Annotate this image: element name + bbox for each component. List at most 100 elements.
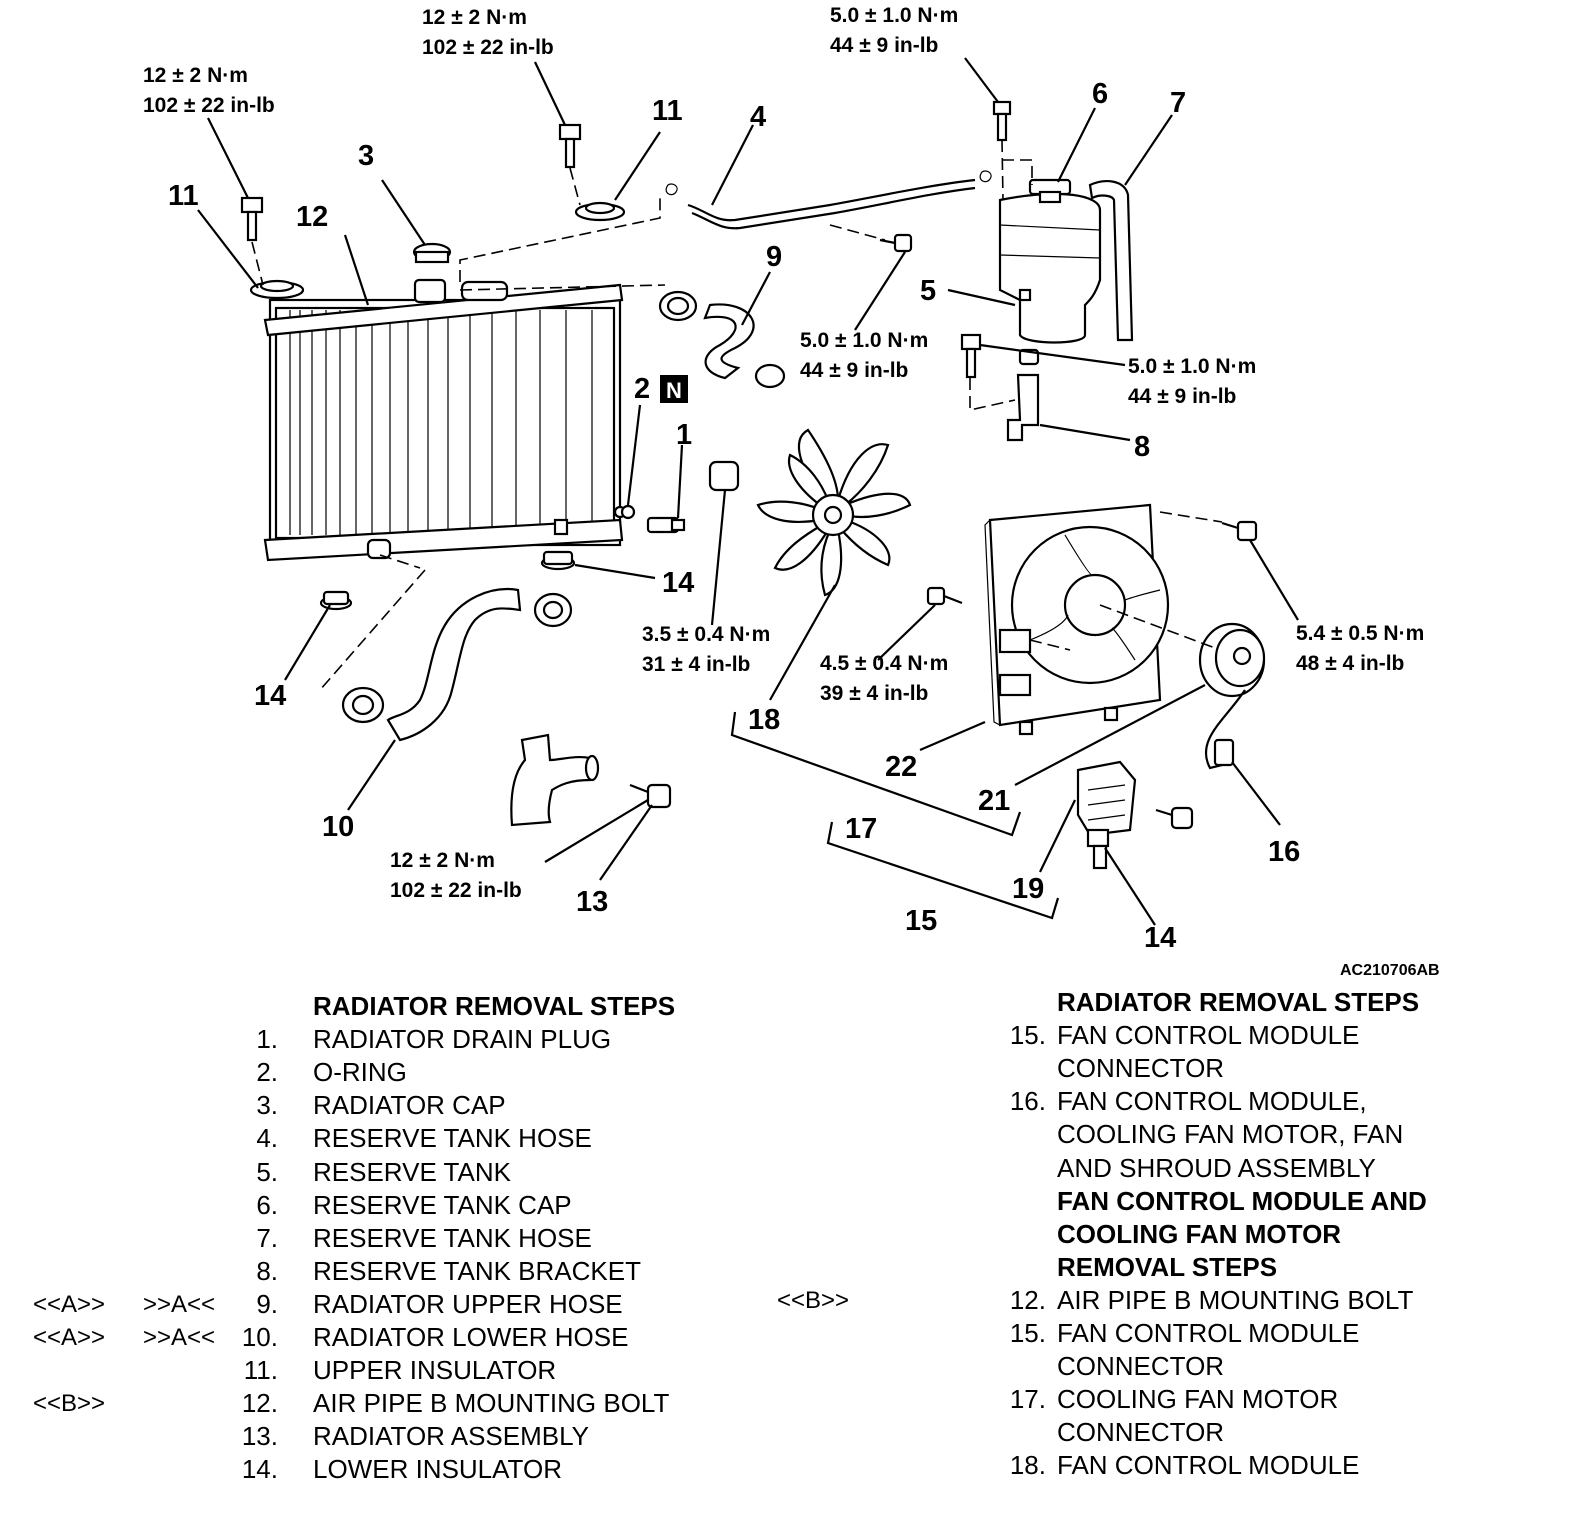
step-number: 8. <box>256 1255 278 1286</box>
step-number: 13. <box>241 1421 278 1452</box>
callout-17: 16 <box>1268 836 1300 868</box>
step-number: 11. <box>243 1355 278 1386</box>
step-text: RADIATOR LOWER HOSE <box>313 1322 629 1352</box>
section-heading: REMOVAL STEPS <box>1057 1251 1278 1282</box>
callout-13: 12 <box>296 201 328 233</box>
callout-11: 11 <box>652 95 683 127</box>
step-number: 6. <box>256 1189 278 1220</box>
step-number: 12. <box>241 1388 278 1419</box>
hose-clip-symbols <box>665 170 992 196</box>
leader-lines <box>197 57 1299 926</box>
radiator-cap <box>412 242 452 264</box>
callout-numbers: 11 12 3 11 4 6 7 5 9 8 2 1 14 14 18 22 2… <box>168 78 1300 954</box>
step-number: 5. <box>256 1156 278 1187</box>
callout-8: 8 <box>1134 431 1150 463</box>
step-text: RESERVE TANK CAP <box>313 1189 572 1220</box>
step-text: AIR PIPE B MOUNTING BOLT <box>1057 1284 1414 1315</box>
callout-4: 4 <box>750 101 766 133</box>
step-text: CONNECTOR <box>1057 1417 1225 1448</box>
cooling-fan <box>756 428 912 597</box>
section-heading: COOLING FAN MOTOR <box>1057 1218 1342 1249</box>
step-number: 7. <box>256 1222 278 1253</box>
reserve-tank-hose-4 <box>687 178 976 222</box>
torque-inlb: 102 ± 22 in-lb <box>143 94 275 117</box>
radiator-assembly <box>263 278 627 562</box>
step-number: 17. <box>1009 1384 1046 1415</box>
callout-20: 18 <box>748 704 780 736</box>
figure-id: AC210706AB <box>1340 962 1440 979</box>
bolt-reserve-tank-top <box>992 100 1012 142</box>
callout-1: 1 <box>676 419 692 451</box>
reserve-tank <box>998 192 1102 344</box>
cooling-fan-motor <box>1198 622 1266 770</box>
callout-10: 10 <box>322 811 354 843</box>
torque-inlb: 44 ± 9 in-lb <box>830 34 938 57</box>
step-number: 10. <box>241 1322 278 1352</box>
hose-clamp-lower-2 <box>341 686 385 724</box>
removal-service-mark: <<B>> <box>777 1286 850 1314</box>
step-text: CONNECTOR <box>1057 1053 1225 1084</box>
step-text: UPPER INSULATOR <box>313 1355 557 1386</box>
bolt-reserve-tank-bracket <box>960 333 982 379</box>
fan-rubber-mount <box>708 460 740 492</box>
lower-insulator-left <box>319 590 353 611</box>
torque-inlb: 102 ± 22 in-lb <box>390 879 522 902</box>
removal-service-mark: <<A>> <box>33 1290 106 1318</box>
bolt-upper-center <box>558 123 582 169</box>
torque-labels: 12 ± 2 N·m 102 ± 22 in-lb 12 ± 2 N·m 102… <box>143 4 1424 902</box>
step-text: RESERVE TANK HOSE <box>313 1222 592 1253</box>
radiator-upper-hose <box>703 303 755 380</box>
step-text: CONNECTOR <box>1057 1351 1225 1382</box>
step-text: FAN CONTROL MODULE, <box>1057 1086 1367 1117</box>
o-ring <box>620 504 636 520</box>
callout-11: 11 <box>168 180 199 212</box>
step-text: RESERVE TANK BRACKET <box>313 1255 641 1286</box>
step-text: O-RING <box>313 1057 407 1088</box>
right-removal-steps: RADIATOR REMOVAL STEPS 15.FAN CONTROL MO… <box>760 986 1560 1506</box>
reserve-tank-hose-7 <box>1088 180 1134 342</box>
torque-nm: 5.0 ± 1.0 N·m <box>830 4 958 27</box>
hose-clamp-upper-1 <box>658 290 698 322</box>
torque-inlb: 44 ± 9 in-lb <box>1128 385 1236 408</box>
callout-7: 7 <box>1170 87 1186 119</box>
n-badge: N <box>660 375 688 403</box>
callout-15: 14 <box>1144 922 1176 954</box>
n-badge-label: N <box>666 378 682 403</box>
step-number: 1. <box>256 1024 278 1055</box>
torque-nm: 12 ± 2 N·m <box>422 6 527 29</box>
dashed-assembly-lines <box>251 139 1223 691</box>
torque-nm: 3.5 ± 0.4 N·m <box>642 623 770 646</box>
step-text: AIR PIPE B MOUNTING BOLT <box>313 1388 670 1419</box>
upper-insulator-right <box>574 201 626 222</box>
installation-service-mark: >>A<< <box>143 1290 216 1318</box>
hose-clamp-upper-2 <box>754 363 786 389</box>
left-steps-heading: RADIATOR REMOVAL STEPS <box>313 991 676 1021</box>
step-text: RADIATOR CAP <box>313 1090 506 1121</box>
bolt-fan-module <box>1155 806 1194 830</box>
installation-service-mark: >>A<< <box>143 1324 216 1351</box>
radiator-drain-plug <box>646 516 686 534</box>
fan-control-module-connector <box>1086 828 1110 870</box>
callout-14: 14 <box>254 680 286 712</box>
callout-12: 13 <box>576 886 608 918</box>
step-text: FAN CONTROL MODULE <box>1057 1318 1360 1348</box>
exploded-parts-diagram: N <box>143 4 1440 979</box>
air-pipe-b <box>510 733 600 827</box>
bolt-hose-clip <box>879 233 913 253</box>
step-number: 14. <box>241 1454 278 1485</box>
callout-3: 3 <box>358 140 374 172</box>
callout-6: 6 <box>1092 78 1108 110</box>
torque-nm: 12 ± 2 N·m <box>143 64 248 87</box>
left-removal-steps: RADIATOR REMOVAL STEPS 1.RADIATOR DRAIN … <box>0 990 760 1500</box>
lower-insulator-right <box>540 550 576 571</box>
torque-nm: 5.4 ± 0.5 N·m <box>1296 622 1424 645</box>
upper-insulator-left <box>249 279 305 300</box>
step-text: COOLING FAN MOTOR <box>1057 1384 1339 1415</box>
removal-service-mark: <<B>> <box>33 1390 106 1418</box>
section-heading: FAN CONTROL MODULE AND <box>1057 1185 1427 1216</box>
callout-22: 22 <box>885 751 917 783</box>
hose-clamp-lower-1 <box>533 592 573 628</box>
fan-control-module <box>1076 760 1137 837</box>
torque-inlb: 44 ± 9 in-lb <box>800 359 908 382</box>
reserve-tank-bracket <box>1006 348 1040 442</box>
